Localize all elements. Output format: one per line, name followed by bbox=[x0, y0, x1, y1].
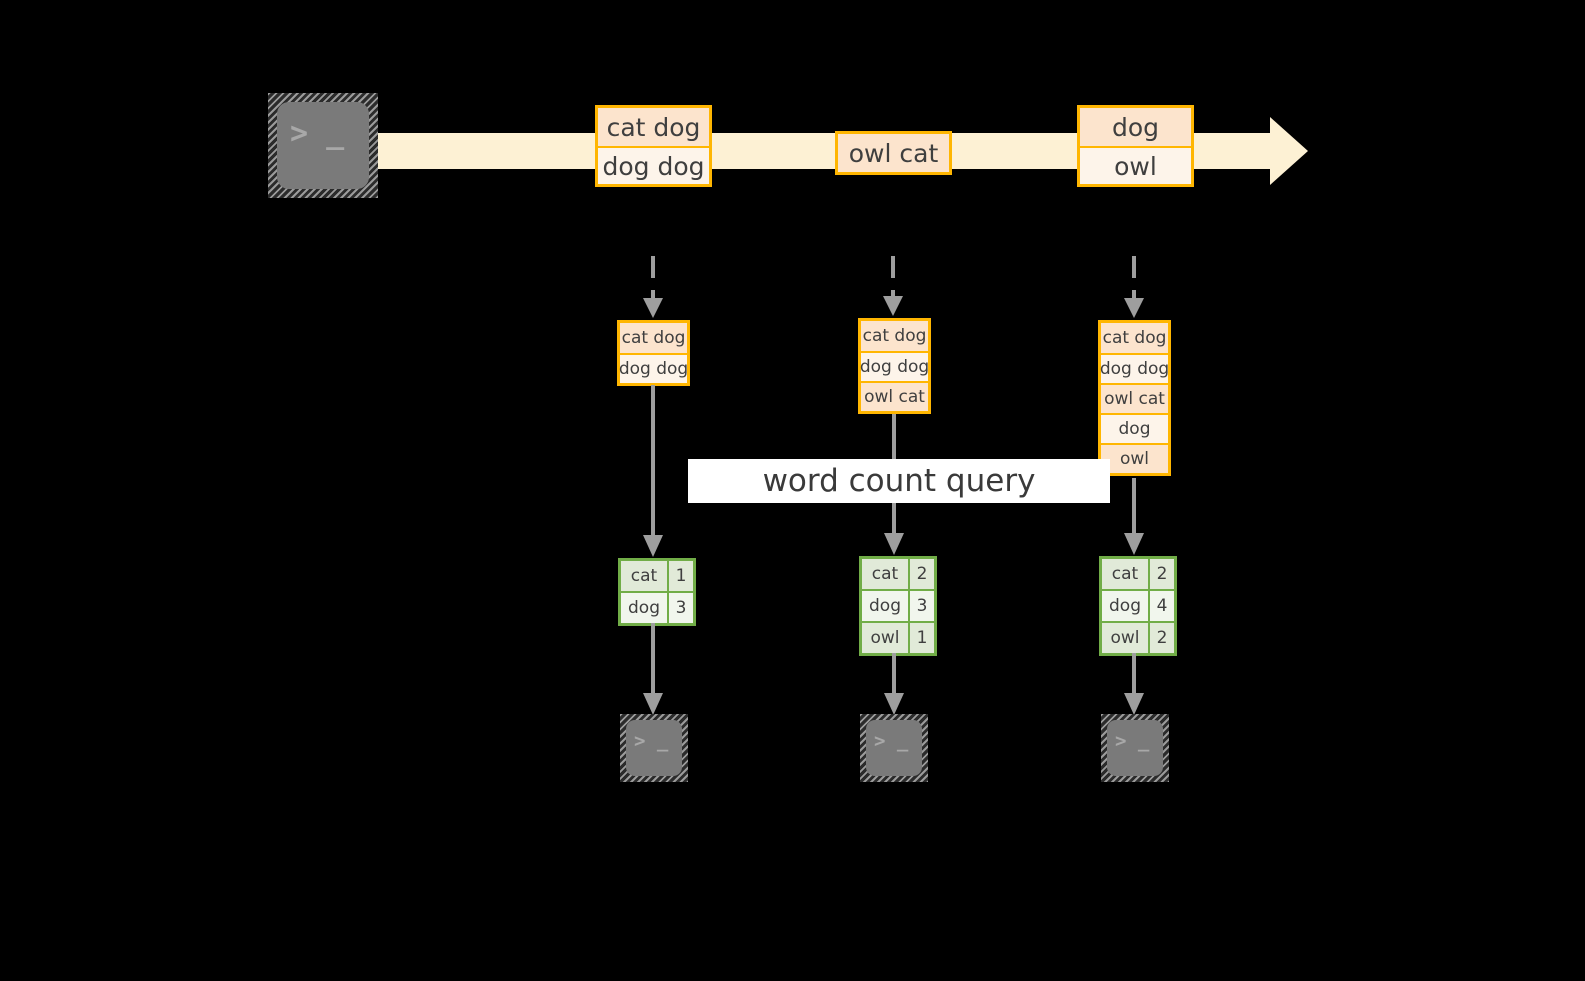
terminal-screen bbox=[626, 720, 682, 776]
record-line: dog bbox=[1080, 108, 1191, 146]
result-count: 2 bbox=[1148, 559, 1174, 589]
snapshot-1-sink-connector bbox=[641, 623, 665, 717]
result-count: 4 bbox=[1148, 591, 1174, 621]
terminal-prompt-glyph: > _ bbox=[634, 730, 669, 752]
query-label-band: word count query bbox=[688, 459, 1110, 503]
batch-line: owl cat bbox=[1101, 383, 1168, 413]
result-key: cat bbox=[862, 559, 908, 589]
source-terminal-icon[interactable]: > _ bbox=[268, 93, 378, 198]
terminal-screen bbox=[1107, 720, 1163, 776]
terminal-prompt-glyph: > _ bbox=[290, 116, 345, 151]
terminal-prompt-glyph: > _ bbox=[1115, 730, 1150, 752]
snapshot-3-sink-connector bbox=[1122, 653, 1146, 717]
result-count: 2 bbox=[908, 559, 934, 589]
batch-line: cat dog bbox=[620, 323, 687, 353]
result-row: cat 2 bbox=[862, 559, 934, 589]
result-key: dog bbox=[1102, 591, 1148, 621]
result-key: dog bbox=[621, 593, 667, 623]
result-count: 1 bbox=[667, 561, 693, 591]
result-row: dog 3 bbox=[862, 589, 934, 621]
result-count: 3 bbox=[908, 591, 934, 621]
snapshot-2-result-table[interactable]: cat 2 dog 3 owl 1 bbox=[859, 556, 937, 656]
batch-line: dog dog bbox=[619, 353, 688, 383]
result-row: cat 2 bbox=[1102, 559, 1174, 589]
snapshot-3-sink-terminal-icon[interactable]: > _ bbox=[1101, 714, 1169, 782]
record-line: owl bbox=[1080, 146, 1191, 184]
snapshot-2-batch[interactable]: cat dog dog dog owl cat bbox=[858, 318, 931, 414]
result-key: cat bbox=[621, 561, 667, 591]
result-row: dog 3 bbox=[621, 591, 693, 623]
batch-line: owl bbox=[1101, 443, 1168, 473]
snapshot-2-sink-connector bbox=[882, 653, 906, 717]
result-row: owl 1 bbox=[862, 621, 934, 653]
result-count: 3 bbox=[667, 593, 693, 623]
record-line: cat dog bbox=[598, 108, 709, 146]
snapshot-3-result-table[interactable]: cat 2 dog 4 owl 2 bbox=[1099, 556, 1177, 656]
stream-to-batch-connector bbox=[1122, 256, 1146, 322]
snapshot-1-query-connector bbox=[641, 385, 665, 560]
query-label-text: word count query bbox=[762, 463, 1036, 499]
record-line: dog dog bbox=[598, 146, 709, 184]
result-row: cat 1 bbox=[621, 561, 693, 591]
record-line: owl cat bbox=[838, 134, 949, 172]
stream-to-batch-connector bbox=[881, 256, 905, 320]
stream-to-batch-connector bbox=[641, 256, 665, 322]
batch-line: cat dog bbox=[1101, 323, 1168, 353]
snapshot-1-result-table[interactable]: cat 1 dog 3 bbox=[618, 558, 696, 626]
result-count: 1 bbox=[908, 623, 934, 653]
result-key: owl bbox=[862, 623, 908, 653]
snapshot-1-sink-terminal-icon[interactable]: > _ bbox=[620, 714, 688, 782]
batch-line: cat dog bbox=[861, 321, 928, 351]
result-key: cat bbox=[1102, 559, 1148, 589]
result-row: owl 2 bbox=[1102, 621, 1174, 653]
stream-arrow-head bbox=[1270, 117, 1308, 185]
batch-line: dog bbox=[1101, 413, 1168, 443]
snapshot-3-batch[interactable]: cat dog dog dog owl cat dog owl bbox=[1098, 320, 1171, 476]
stream-record-1[interactable]: cat dog dog dog bbox=[595, 105, 712, 187]
batch-line: owl cat bbox=[861, 381, 928, 411]
result-key: dog bbox=[862, 591, 908, 621]
batch-line: dog dog bbox=[1100, 353, 1169, 383]
snapshot-1-batch[interactable]: cat dog dog dog bbox=[617, 320, 690, 386]
result-count: 2 bbox=[1148, 623, 1174, 653]
stream-record-3[interactable]: dog owl bbox=[1077, 105, 1194, 187]
terminal-screen bbox=[866, 720, 922, 776]
result-row: dog 4 bbox=[1102, 589, 1174, 621]
snapshot-3-query-connector bbox=[1122, 478, 1146, 558]
snapshot-2-sink-terminal-icon[interactable]: > _ bbox=[860, 714, 928, 782]
result-key: owl bbox=[1102, 623, 1148, 653]
terminal-screen bbox=[277, 102, 369, 189]
stream-record-2[interactable]: owl cat bbox=[835, 131, 952, 175]
terminal-prompt-glyph: > _ bbox=[874, 730, 909, 752]
batch-line: dog dog bbox=[860, 351, 929, 381]
